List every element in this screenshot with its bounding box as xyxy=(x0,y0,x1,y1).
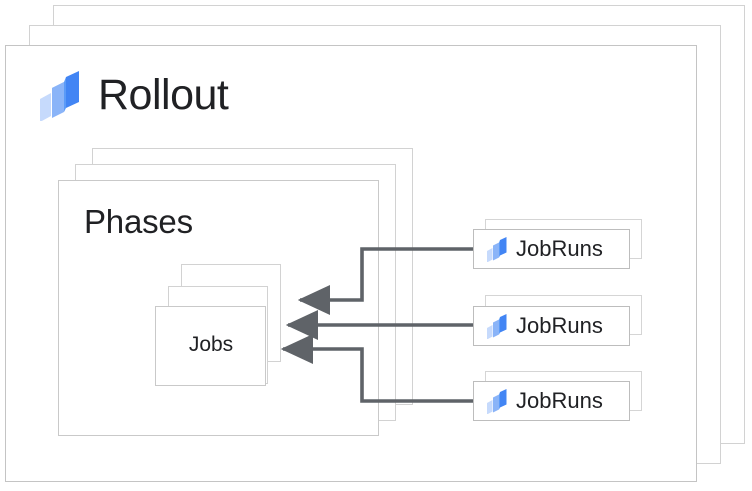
jobruns-label: JobRuns xyxy=(516,236,603,261)
rollout-title-row: Rollout xyxy=(38,66,229,124)
jobruns-card-1[interactable]: JobRuns xyxy=(473,229,630,269)
jobruns-label: JobRuns xyxy=(516,388,603,413)
rollout-logo-icon xyxy=(486,388,508,414)
rollout-logo-icon xyxy=(486,313,508,339)
rollout-logo-icon xyxy=(486,236,508,262)
jobs-card-front xyxy=(155,306,266,386)
rollout-logo-icon xyxy=(38,69,82,121)
jobruns-label: JobRuns xyxy=(516,313,603,338)
jobruns-card-2[interactable]: JobRuns xyxy=(473,306,630,346)
page-title: Rollout xyxy=(98,70,229,119)
jobruns-card-3[interactable]: JobRuns xyxy=(473,381,630,421)
jobs-label: Jobs xyxy=(188,333,234,356)
phases-label: Phases xyxy=(84,203,193,240)
